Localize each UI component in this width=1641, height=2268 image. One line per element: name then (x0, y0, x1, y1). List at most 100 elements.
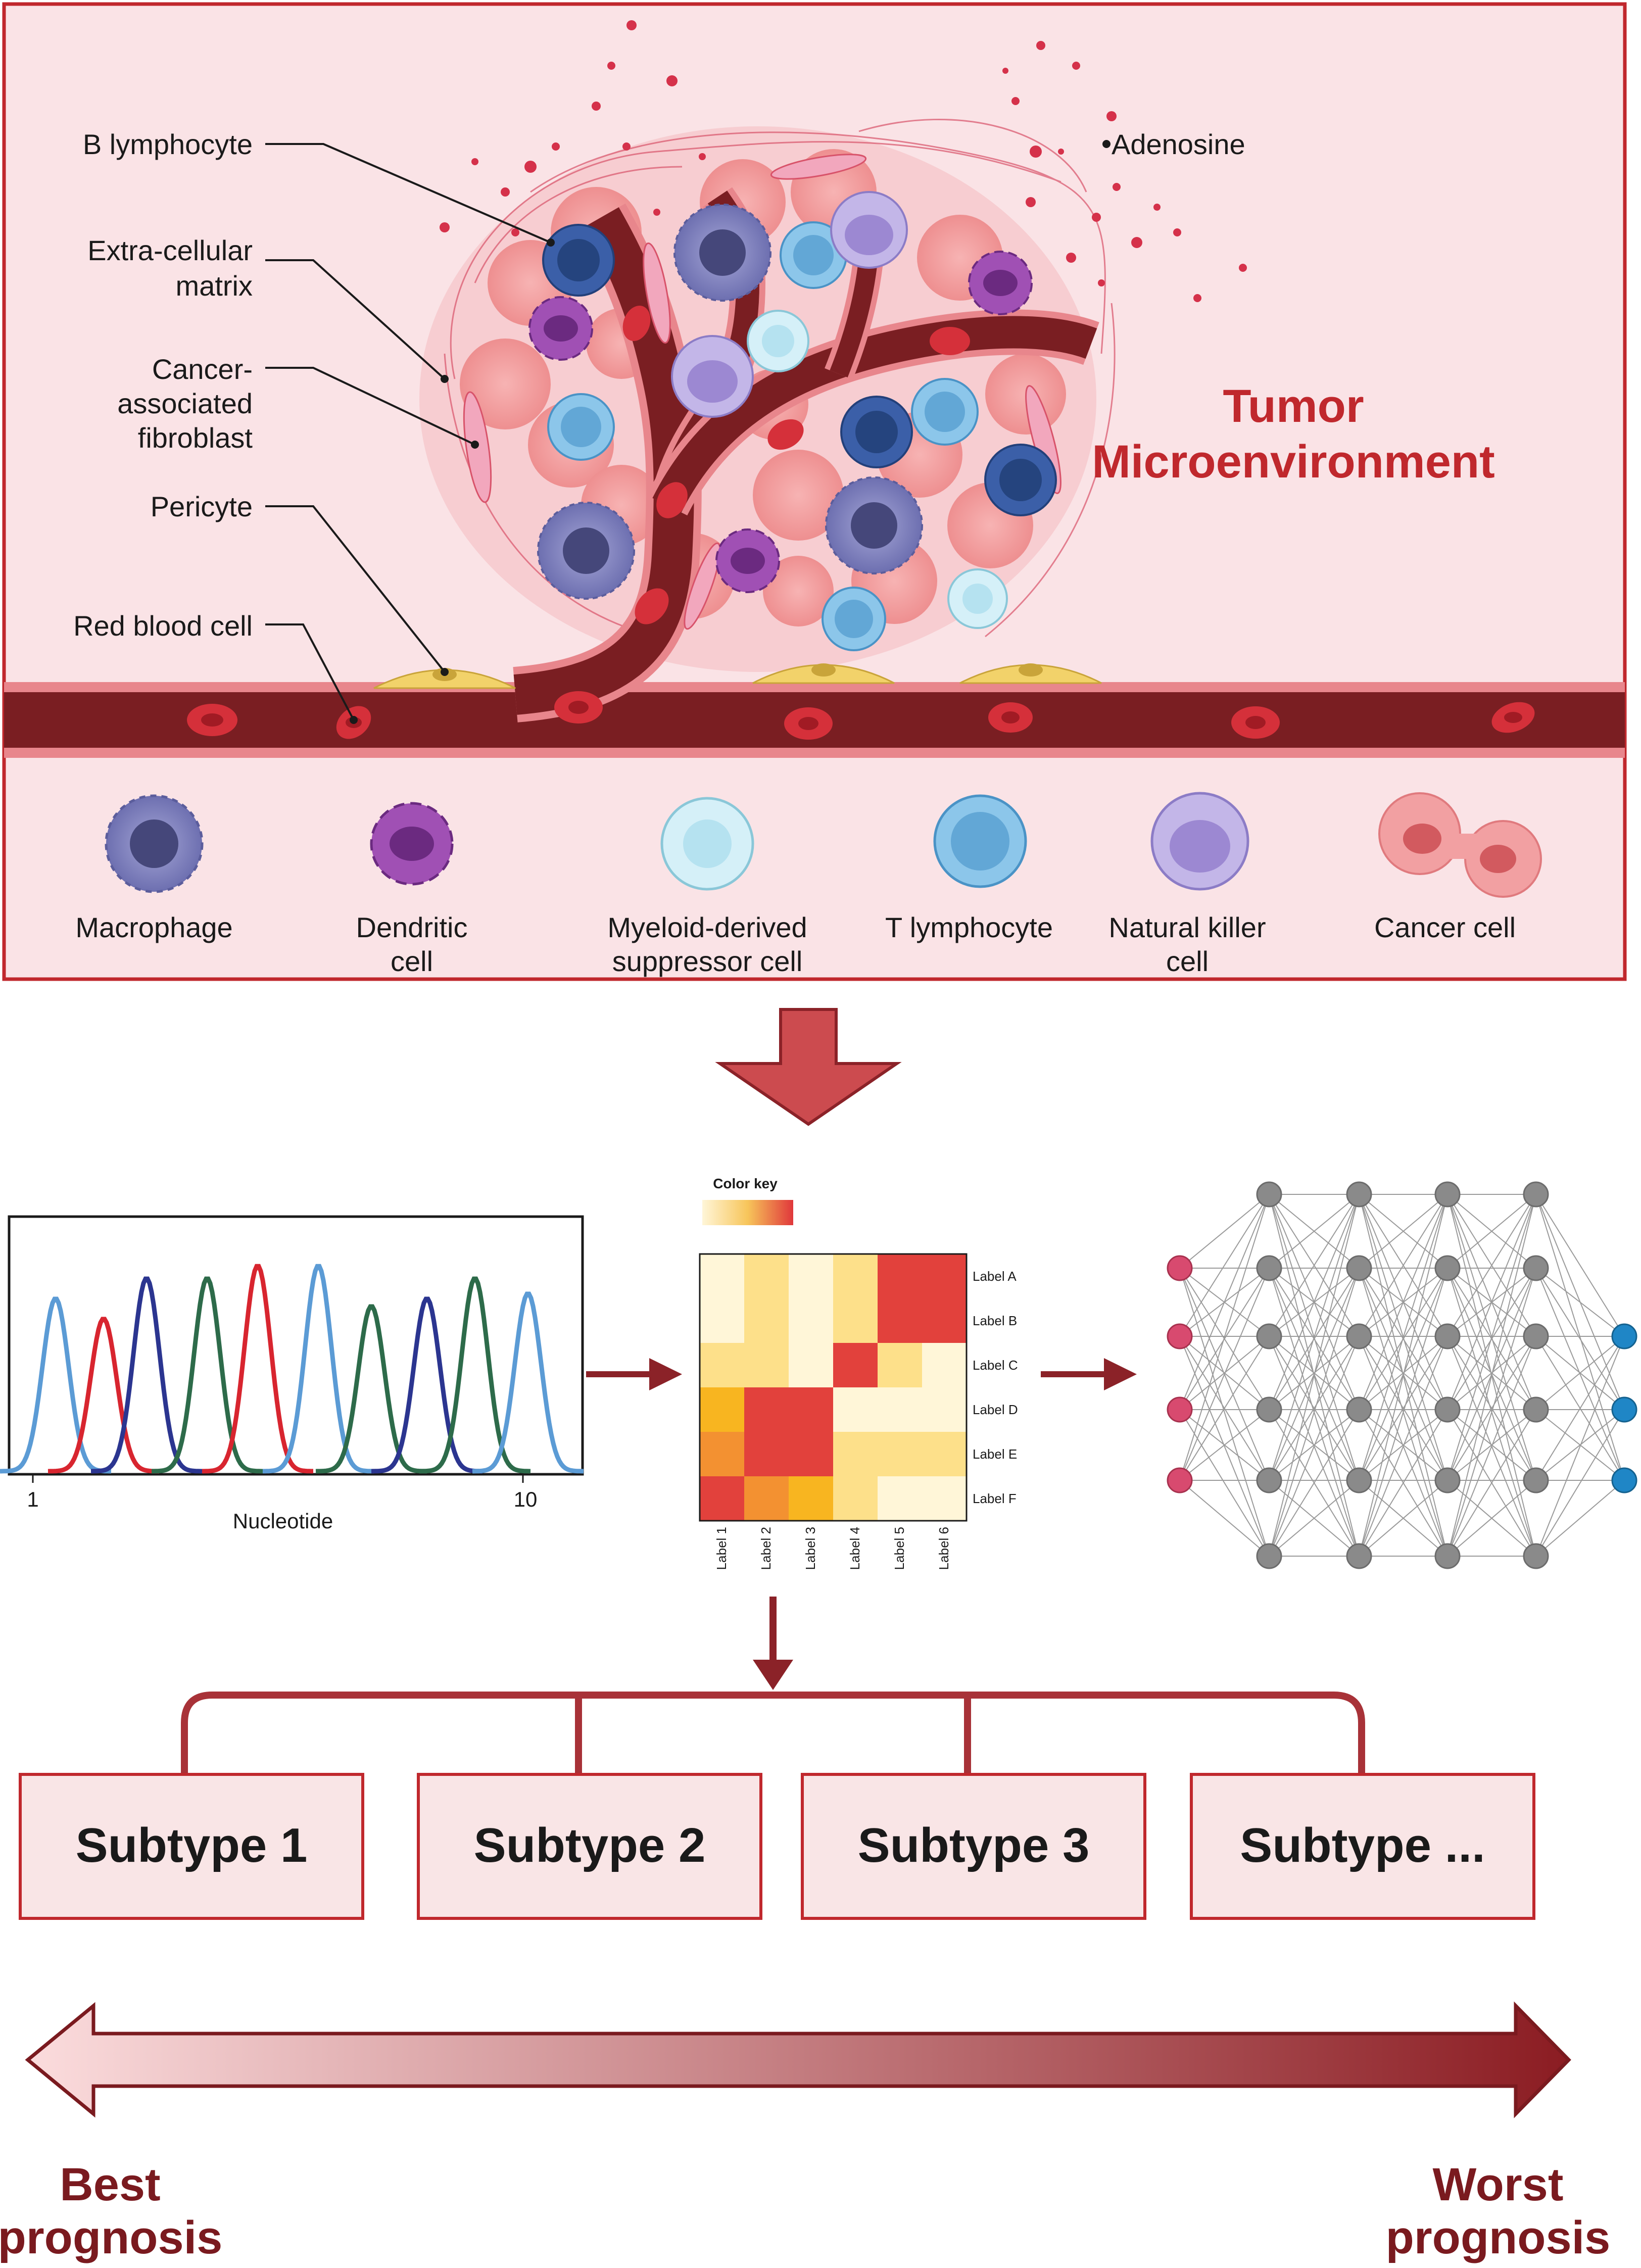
best-prognosis-line2: prognosis (0, 2212, 222, 2263)
subtype-bracket (181, 1692, 1365, 1773)
svg-text:Subtype 3: Subtype 3 (858, 1818, 1090, 1872)
sequencing-peak (263, 1264, 374, 1474)
nn-edge (1535, 1480, 1625, 1557)
t-lymphocyte-in-tumor (822, 587, 886, 651)
nn-hidden-node (1346, 1396, 1372, 1423)
nn-edge (1269, 1268, 1360, 1557)
b-lymphocyte-in-tumor (984, 444, 1057, 516)
tme-panel: B lymphocyte Extra-cellular matrix Cance… (2, 2, 1627, 981)
heatmap-cell (700, 1476, 744, 1521)
dendritic-cell-icon (370, 802, 454, 886)
color-key-label: Color key (713, 1176, 778, 1191)
heatmap-row-label: Label B (973, 1313, 1017, 1328)
heatmap-row-label: Label C (973, 1358, 1018, 1373)
nk-cell-in-tumor (830, 191, 908, 269)
sequencing-peak (0, 1296, 112, 1474)
legend-label-dendritic-2: cell (391, 945, 433, 977)
nn-input-node (1167, 1323, 1193, 1349)
nk-cell-icon (1150, 792, 1249, 891)
nn-edge (1535, 1268, 1625, 1410)
callout-adenosine: Adenosine (1102, 128, 1245, 160)
heatmap-col-label: Label 3 (803, 1527, 818, 1570)
heatmap-cell (700, 1432, 744, 1476)
sequencing-peak (47, 1317, 160, 1474)
heatmap-cell (744, 1476, 789, 1521)
svg-text:Extra-cellular: Extra-cellular (87, 234, 253, 266)
t-lymphocyte-in-tumor (780, 221, 847, 289)
callout-pericyte: Pericyte (151, 491, 449, 676)
heatmap-cell (744, 1432, 789, 1476)
pericytes (373, 663, 1102, 689)
legend-label-cancer-cell: Cancer cell (1374, 911, 1516, 943)
svg-text:Red blood cell: Red blood cell (73, 610, 253, 642)
heatmap-cell (878, 1343, 922, 1387)
heatmap-cell (833, 1432, 878, 1476)
tick-label-1: 1 (27, 1487, 38, 1511)
nn-output-node (1611, 1467, 1637, 1493)
x-axis-label: Nucleotide (233, 1509, 333, 1533)
nn-output-node (1611, 1323, 1637, 1349)
left-callouts: B lymphocyte Extra-cellular matrix Cance… (73, 128, 555, 724)
heatmap-cell (878, 1387, 922, 1432)
best-prognosis-line1: Best (60, 2159, 160, 2210)
nn-edge (1535, 1268, 1625, 1481)
nn-edge (1269, 1194, 1360, 1557)
nn-hidden-node (1523, 1323, 1549, 1349)
nn-hidden-node (1256, 1396, 1282, 1423)
t-lymphocyte-icon (933, 794, 1027, 888)
nk-cell-in-tumor (671, 335, 754, 418)
nn-edge (1269, 1194, 1360, 1269)
sequencing-peak (202, 1264, 313, 1474)
svg-text:Subtype ...: Subtype ... (1240, 1818, 1485, 1872)
nn-edge (1447, 1480, 1536, 1557)
heatmap-row-label: Label A (973, 1269, 1017, 1284)
heatmap-row-label: Label F (973, 1491, 1017, 1506)
heatmap-cell (878, 1476, 922, 1521)
immune-cells-in-tumor (528, 191, 1057, 651)
heatmap-cell (922, 1387, 967, 1432)
heatmap-cell (833, 1476, 878, 1521)
macrophage-in-tumor (673, 204, 771, 302)
adenosine-molecules (440, 20, 1247, 302)
svg-text:Pericyte: Pericyte (151, 491, 253, 522)
nn-edge (1359, 1336, 1448, 1481)
subtype-boxes: Subtype 1 Subtype 2 Subtype 3 Subtype ..… (19, 1773, 1535, 1920)
heatmap-col-label: Label 5 (892, 1527, 907, 1570)
heatmap-cell (789, 1476, 833, 1521)
heatmap-cell (789, 1387, 833, 1432)
extracellular-matrix (444, 119, 1116, 638)
nn-hidden-node (1434, 1181, 1461, 1208)
svg-text:B lymphocyte: B lymphocyte (83, 128, 253, 160)
arrow-right-icon (586, 1358, 682, 1390)
nn-hidden-node (1346, 1543, 1372, 1569)
arrow-right-icon (1041, 1358, 1137, 1390)
nn-edge (1179, 1409, 1270, 1557)
nn-edge (1535, 1194, 1625, 1481)
nn-hidden-node (1434, 1467, 1461, 1493)
nn-edge (1447, 1194, 1536, 1337)
nn-edge (1447, 1194, 1536, 1269)
mdsc-icon (660, 797, 754, 891)
nn-edge (1179, 1409, 1270, 1481)
nn-hidden-node (1346, 1323, 1372, 1349)
svg-text:Subtype 2: Subtype 2 (474, 1818, 706, 1872)
macrophage-in-tumor (537, 502, 635, 600)
tme-title-line1: Tumor (1223, 380, 1364, 432)
worst-prognosis-line2: prognosis (1386, 2212, 1611, 2263)
color-key-bar (702, 1200, 793, 1225)
nn-hidden-node (1434, 1543, 1461, 1569)
subtype-box-3: Subtype 3 (801, 1773, 1146, 1920)
neural-network (1167, 1181, 1637, 1569)
nn-edge (1447, 1268, 1536, 1557)
nn-edge (1179, 1336, 1270, 1557)
cancer-cell-icon (1378, 792, 1542, 898)
macrophage-in-tumor (825, 476, 923, 574)
down-small-arrow-icon (753, 1597, 793, 1690)
nn-edge (1447, 1336, 1536, 1481)
sequencing-peak (151, 1276, 263, 1474)
t-lymphocyte-in-tumor (547, 393, 615, 461)
heatmap-cell (789, 1254, 833, 1298)
sequencing-peak (371, 1296, 483, 1474)
heatmap-col-label: Label 1 (714, 1527, 729, 1570)
